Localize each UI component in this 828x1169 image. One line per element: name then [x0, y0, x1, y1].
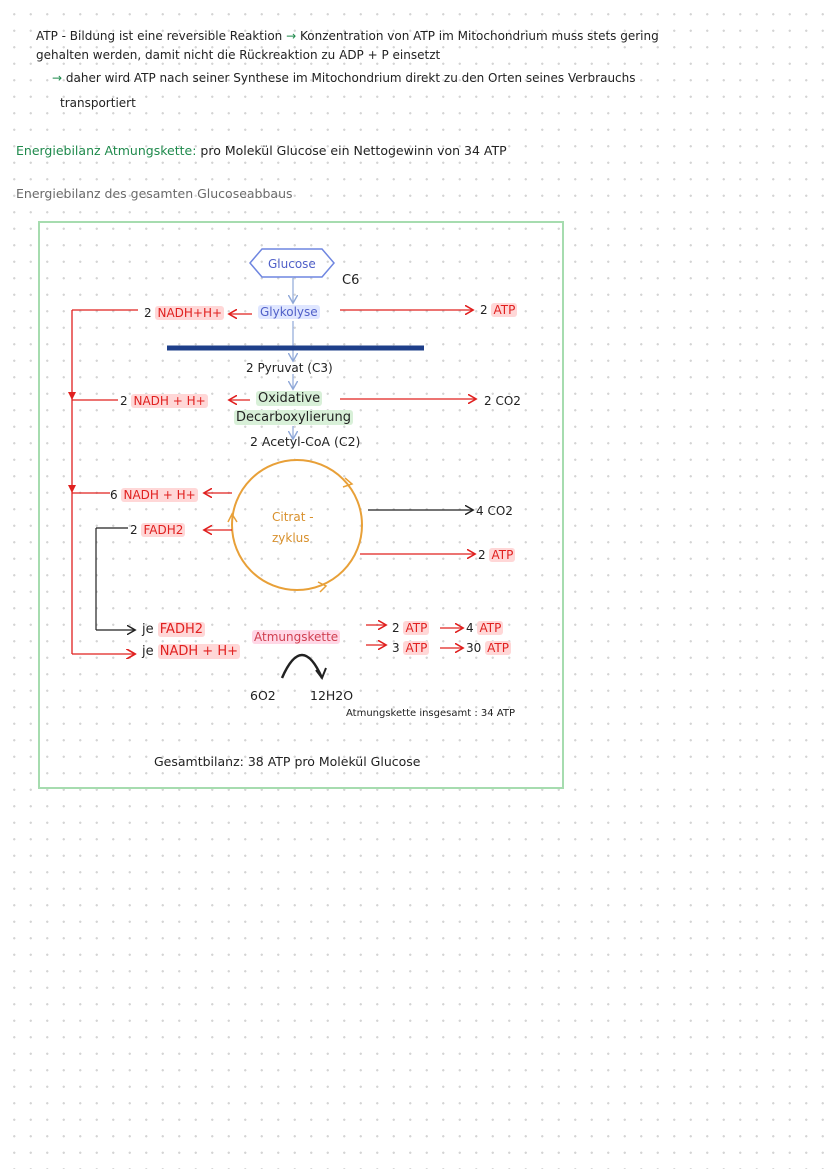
cycle-fadh-text: FADH2	[141, 523, 186, 537]
glycolysis-nadh: 2 NADH+H+	[144, 305, 225, 321]
cycle-atp-text: ATP	[489, 548, 516, 562]
pyruvat-label: 2 Pyruvat (C3)	[246, 361, 333, 375]
rc-row-1-a-text: ATP	[403, 621, 430, 635]
rc-row-1-a: 2 ATP	[392, 620, 430, 636]
je-nadh: je NADH + H+	[142, 644, 240, 660]
glycolysis-atp-num: 2	[480, 303, 488, 317]
rc-total-label: Atmungskette insgesamt : 34 ATP	[346, 708, 515, 719]
cycle-co2: 4 CO2	[476, 504, 513, 518]
energy-chain-text: pro Molekül Glucose ein Nettogewinn von …	[200, 143, 507, 158]
rc-row-2-a-num: 3	[392, 641, 400, 655]
cycle-label-2: zyklus	[272, 531, 310, 545]
intro-line-1: ATP - Bildung ist eine reversible Reakti…	[36, 28, 659, 44]
cycle-nadh-num: 6	[110, 488, 118, 502]
intro-line-2: gehalten werden, damit nicht die Rückrea…	[36, 48, 441, 62]
cycle-atp-num: 2	[478, 548, 486, 562]
cycle-fadh-num: 2	[130, 523, 138, 537]
rc-row-2-b-text: ATP	[485, 641, 511, 655]
glucose-label: Glucose	[268, 257, 316, 271]
oxidative-label: Oxidative	[256, 391, 323, 407]
decarb-nadh-num: 2	[120, 394, 128, 408]
intro-line-1b: Konzentration von ATP im Mitochondrium m…	[299, 29, 659, 43]
rc-row-2-b: 30 ATP	[466, 640, 511, 656]
glycolysis-atp-text: ATP	[491, 303, 518, 317]
intro-line-3: → daher wird ATP nach seiner Synthese im…	[52, 70, 636, 86]
diagram-frame	[38, 221, 564, 789]
intro-line-3-text: daher wird ATP nach seiner Synthese im M…	[65, 71, 636, 85]
oxygen-label: 6O2	[250, 688, 276, 703]
acetyl-coa-label: 2 Acetyl-CoA (C2)	[250, 434, 361, 449]
c6-label: C6	[342, 273, 360, 288]
glycolysis-nadh-text: NADH+H+	[155, 306, 225, 320]
cycle-nadh-text: NADH + H+	[121, 488, 198, 502]
je-1: je	[142, 622, 154, 637]
je-nadh-text: NADH + H+	[157, 644, 240, 659]
water-label: 12H2O	[310, 688, 354, 703]
je-fadh: je FADH2	[142, 622, 205, 638]
je-2: je	[142, 644, 154, 659]
cycle-label-1: Citrat -	[272, 510, 314, 524]
rc-row-2-a-text: ATP	[403, 641, 430, 655]
cycle-atp: 2 ATP	[478, 547, 516, 563]
rc-row-2-b-num: 30	[466, 641, 482, 655]
respiratory-chain-label: Atmungskette	[252, 629, 341, 645]
cycle-fadh: 2 FADH2	[130, 522, 186, 538]
rc-row-2-a: 3 ATP	[392, 640, 430, 656]
decarb-nadh: 2 NADH + H+	[120, 393, 208, 409]
glycolysis-label: Glykolyse	[258, 304, 320, 320]
rc-row-1-b-text: ATP	[477, 621, 504, 635]
total-balance: Gesamtbilanz: 38 ATP pro Molekül Glucose	[154, 754, 421, 769]
intro-line-4: transportiert	[60, 96, 136, 110]
glycolysis-atp: 2 ATP	[480, 302, 518, 318]
glucose-hexagon	[249, 248, 335, 278]
glycolysis-nadh-num: 2	[144, 306, 152, 320]
energy-chain-line: Energiebilanz Atmungskette: pro Molekül …	[16, 143, 507, 159]
energy-total-label: Energiebilanz des gesamten Glucoseabbaus	[16, 186, 293, 201]
arrow-right-icon: →	[286, 29, 297, 43]
rc-row-1-b-num: 4	[466, 621, 474, 635]
rc-row-1-a-num: 2	[392, 621, 400, 635]
decarboxylation-text: Decarboxylierung	[234, 410, 353, 425]
intro-line-1a: ATP - Bildung ist eine reversible Reakti…	[36, 29, 283, 43]
glycolysis-text: Glykolyse	[258, 305, 320, 319]
rc-row-1-b: 4 ATP	[466, 620, 504, 636]
decarboxylation-label: Decarboxylierung	[234, 410, 353, 426]
cycle-nadh: 6 NADH + H+	[110, 487, 198, 503]
decarb-co2: 2 CO2	[484, 394, 521, 408]
arrow-right-icon: →	[52, 71, 63, 85]
energy-total-heading: Energiebilanz des gesamten Glucoseabbaus	[16, 186, 293, 202]
je-fadh-text: FADH2	[157, 622, 205, 637]
citrate-cycle-circle	[231, 459, 363, 591]
oxidative-text: Oxidative	[256, 391, 323, 406]
oxygen-arc	[280, 654, 324, 679]
decarb-nadh-text: NADH + H+	[131, 394, 208, 408]
respiratory-chain-text: Atmungskette	[252, 630, 341, 644]
energy-chain-label: Energiebilanz Atmungskette:	[16, 143, 197, 158]
